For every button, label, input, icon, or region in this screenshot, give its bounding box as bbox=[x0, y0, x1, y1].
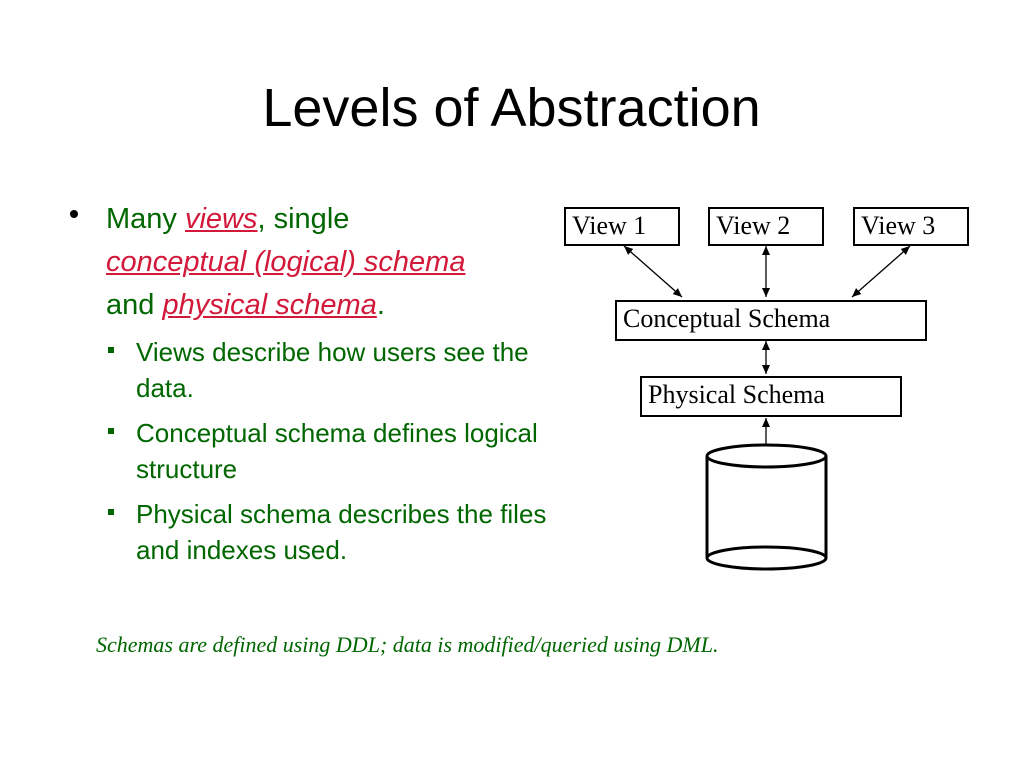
physical-schema-term: physical schema bbox=[162, 289, 377, 321]
footer-note: Schemas are defined using DDL; data is m… bbox=[96, 632, 719, 657]
square-bullet-icon bbox=[108, 347, 114, 353]
sub-bullet-text: Views describe how users see the data. bbox=[136, 337, 529, 403]
view-1-box: View 1 bbox=[564, 207, 680, 246]
square-bullet-icon bbox=[108, 509, 114, 515]
sub-bullet-item: Physical schema describes the files and … bbox=[106, 496, 576, 568]
main-bullet-text-1: Many bbox=[106, 203, 185, 235]
arrow-view3-conceptual bbox=[851, 245, 911, 298]
main-bullet-text-3: and bbox=[106, 289, 163, 321]
sub-bullet-text: Physical schema describes the files and … bbox=[136, 499, 547, 565]
conceptual-schema-box: Conceptual Schema bbox=[615, 300, 927, 341]
main-bullet-text: Many views, single conceptual (logical) … bbox=[106, 198, 576, 327]
views-term: views bbox=[184, 203, 258, 235]
square-bullet-icon bbox=[108, 428, 114, 434]
slide-title: Levels of Abstraction bbox=[262, 78, 761, 138]
conceptual-schema-term: conceptual (logical) schema bbox=[106, 246, 466, 278]
arrow-view1-conceptual bbox=[623, 245, 683, 298]
physical-schema-box: Physical Schema bbox=[640, 376, 902, 417]
sub-bullet-list: Views describe how users see the data. C… bbox=[106, 334, 576, 577]
view-3-box: View 3 bbox=[853, 207, 969, 246]
view-2-box: View 2 bbox=[708, 207, 824, 246]
main-bullet-text-4: . bbox=[376, 289, 385, 321]
sub-bullet-item: Views describe how users see the data. bbox=[106, 334, 576, 406]
sub-bullet-text: Conceptual schema defines logical struct… bbox=[136, 418, 538, 484]
main-bullet-text-2: , single bbox=[257, 203, 350, 235]
sub-bullet-item: Conceptual schema defines logical struct… bbox=[106, 415, 576, 487]
database-cylinder-icon bbox=[705, 443, 828, 571]
bullet-dot-icon bbox=[70, 210, 78, 218]
